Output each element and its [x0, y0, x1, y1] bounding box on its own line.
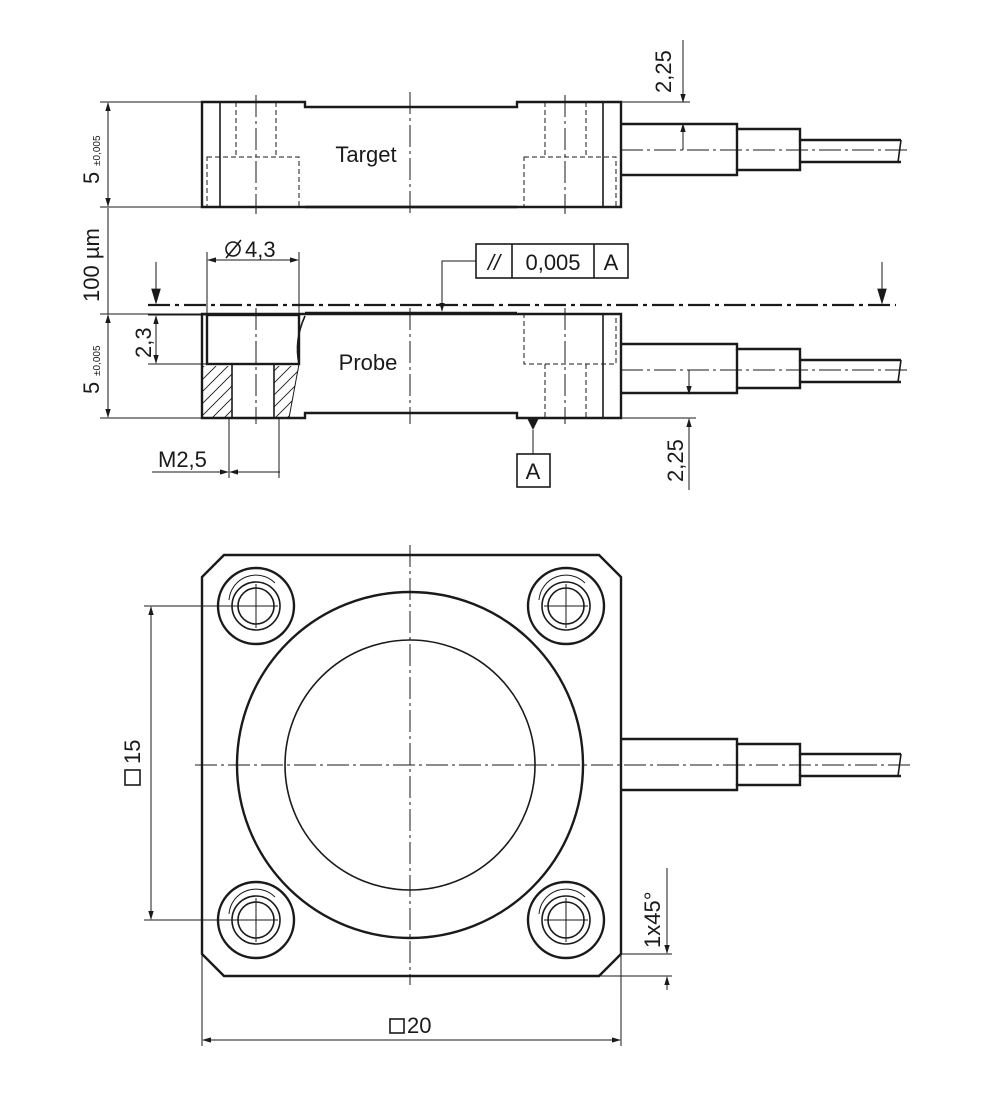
target-thickness-value: 5: [79, 172, 104, 184]
target-side-view: Target: [200, 92, 910, 214]
gap-value: 100 µm: [79, 228, 104, 302]
thread-dimension: M2,5: [152, 418, 280, 478]
chamfer-dimension: 1x45°: [599, 868, 672, 990]
datum-a-symbol: A: [516, 418, 551, 488]
hole-diameter-dimension: 4,3: [206, 237, 300, 315]
tolerance-value: 0,005: [525, 250, 580, 275]
inner-square-value: 15: [120, 740, 145, 764]
chamfer-value: 1x45°: [640, 891, 665, 948]
datum-a-label: A: [526, 459, 541, 484]
datum-plane-line: [148, 262, 896, 307]
thread-value: M2,5: [158, 447, 207, 472]
bottom-offset-value: 2,25: [663, 439, 688, 482]
target-thickness-dimension: 5 ±0,005: [79, 101, 202, 208]
mounting-hole-tr: [526, 566, 606, 646]
hole-diameter-value: 4,3: [245, 237, 276, 262]
gap-dimension: 100 µm: [79, 208, 109, 314]
probe-label: Probe: [339, 350, 398, 375]
inner-square-dimension: 15: [120, 605, 256, 921]
square-symbol-icon: [124, 769, 141, 786]
top-offset-value: 2,25: [651, 50, 676, 93]
target-label: Target: [335, 142, 396, 167]
probe-thickness-dimension: 5 ±0,005: [79, 313, 202, 419]
target-tolerance: ±0,005: [92, 135, 103, 166]
mounting-hole-br: [526, 880, 606, 960]
outer-square-dimension: 20: [201, 954, 622, 1046]
tolerance-frame: // 0,005 A: [439, 243, 629, 312]
square-symbol-icon: [389, 1018, 405, 1034]
diameter-symbol-icon: [225, 239, 242, 259]
top-offset-dimension: 2,25: [621, 40, 690, 150]
tolerance-datum: A: [604, 250, 619, 275]
probe-tolerance: ±0,005: [92, 345, 103, 376]
bottom-offset-dimension: 2,25: [621, 370, 696, 490]
top-view: [195, 545, 910, 985]
hole-depth-dimension: 2,3: [131, 314, 207, 365]
probe-thickness-value: 5: [79, 382, 104, 394]
outer-square-value: 20: [407, 1013, 431, 1038]
probe-side-view: Probe: [200, 308, 910, 424]
hole-depth-value: 2,3: [131, 327, 156, 358]
parallelism-symbol-icon: //: [486, 250, 502, 275]
